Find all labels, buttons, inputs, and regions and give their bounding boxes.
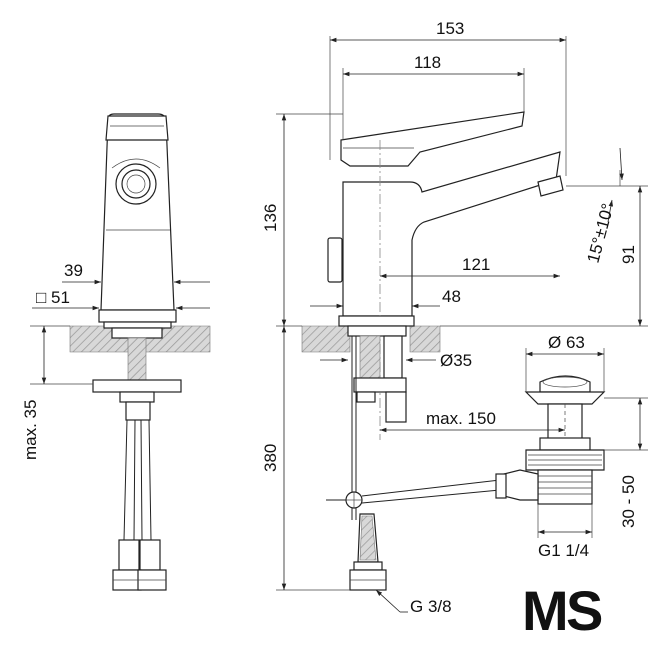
dim-91-label: 91 <box>619 245 638 264</box>
dim-153-label: 153 <box>436 19 464 38</box>
dim-121-label: 121 <box>462 255 490 274</box>
side-lever <box>105 115 169 141</box>
side-body <box>100 113 175 311</box>
side-mount-plate <box>92 379 182 393</box>
dim-51-label: □ 51 <box>36 288 70 307</box>
dim-o35-label: Ø35 <box>440 351 472 370</box>
counter-slab-right-a <box>301 325 351 353</box>
dim-g114-label: G1 1/4 <box>538 541 589 560</box>
dim-118-label: 118 <box>414 53 441 72</box>
dim-angle-label: 15°±10° <box>584 201 618 265</box>
side-shank <box>127 337 147 383</box>
spout-tip <box>537 175 564 197</box>
side-knob-inner <box>121 169 151 199</box>
rear-knob <box>327 237 343 283</box>
dim-30-50-label: 30 - 50 <box>619 475 638 528</box>
dim-o63-label: Ø 63 <box>548 333 585 352</box>
side-base <box>98 309 177 323</box>
dim-136-label: 136 <box>261 204 280 232</box>
ms-logo: M S <box>522 579 603 642</box>
waste-side-arm <box>503 469 539 501</box>
dim-max35-label: max. 35 <box>21 400 40 460</box>
waste-assembly <box>495 375 606 505</box>
counter-slab-right-b <box>409 325 441 353</box>
dim-48-label: 48 <box>442 287 461 306</box>
dim-g38-label: G 3/8 <box>410 597 452 616</box>
dim-380-label: 380 <box>261 444 280 472</box>
front-nut <box>385 391 407 423</box>
side-view: 39 □ 51 max. 35 <box>21 113 211 591</box>
dim-39-label: 39 <box>64 261 83 280</box>
front-shank <box>359 335 381 379</box>
logo-m: M <box>522 579 569 640</box>
pop-up-cap <box>539 375 591 393</box>
dim-max150-label: max. 150 <box>426 409 496 428</box>
front-view: 153 118 136 91 15°±10° 121 48 Ø35 <box>261 19 648 616</box>
logo-s: S <box>566 579 603 640</box>
faucet-lever <box>340 111 525 167</box>
